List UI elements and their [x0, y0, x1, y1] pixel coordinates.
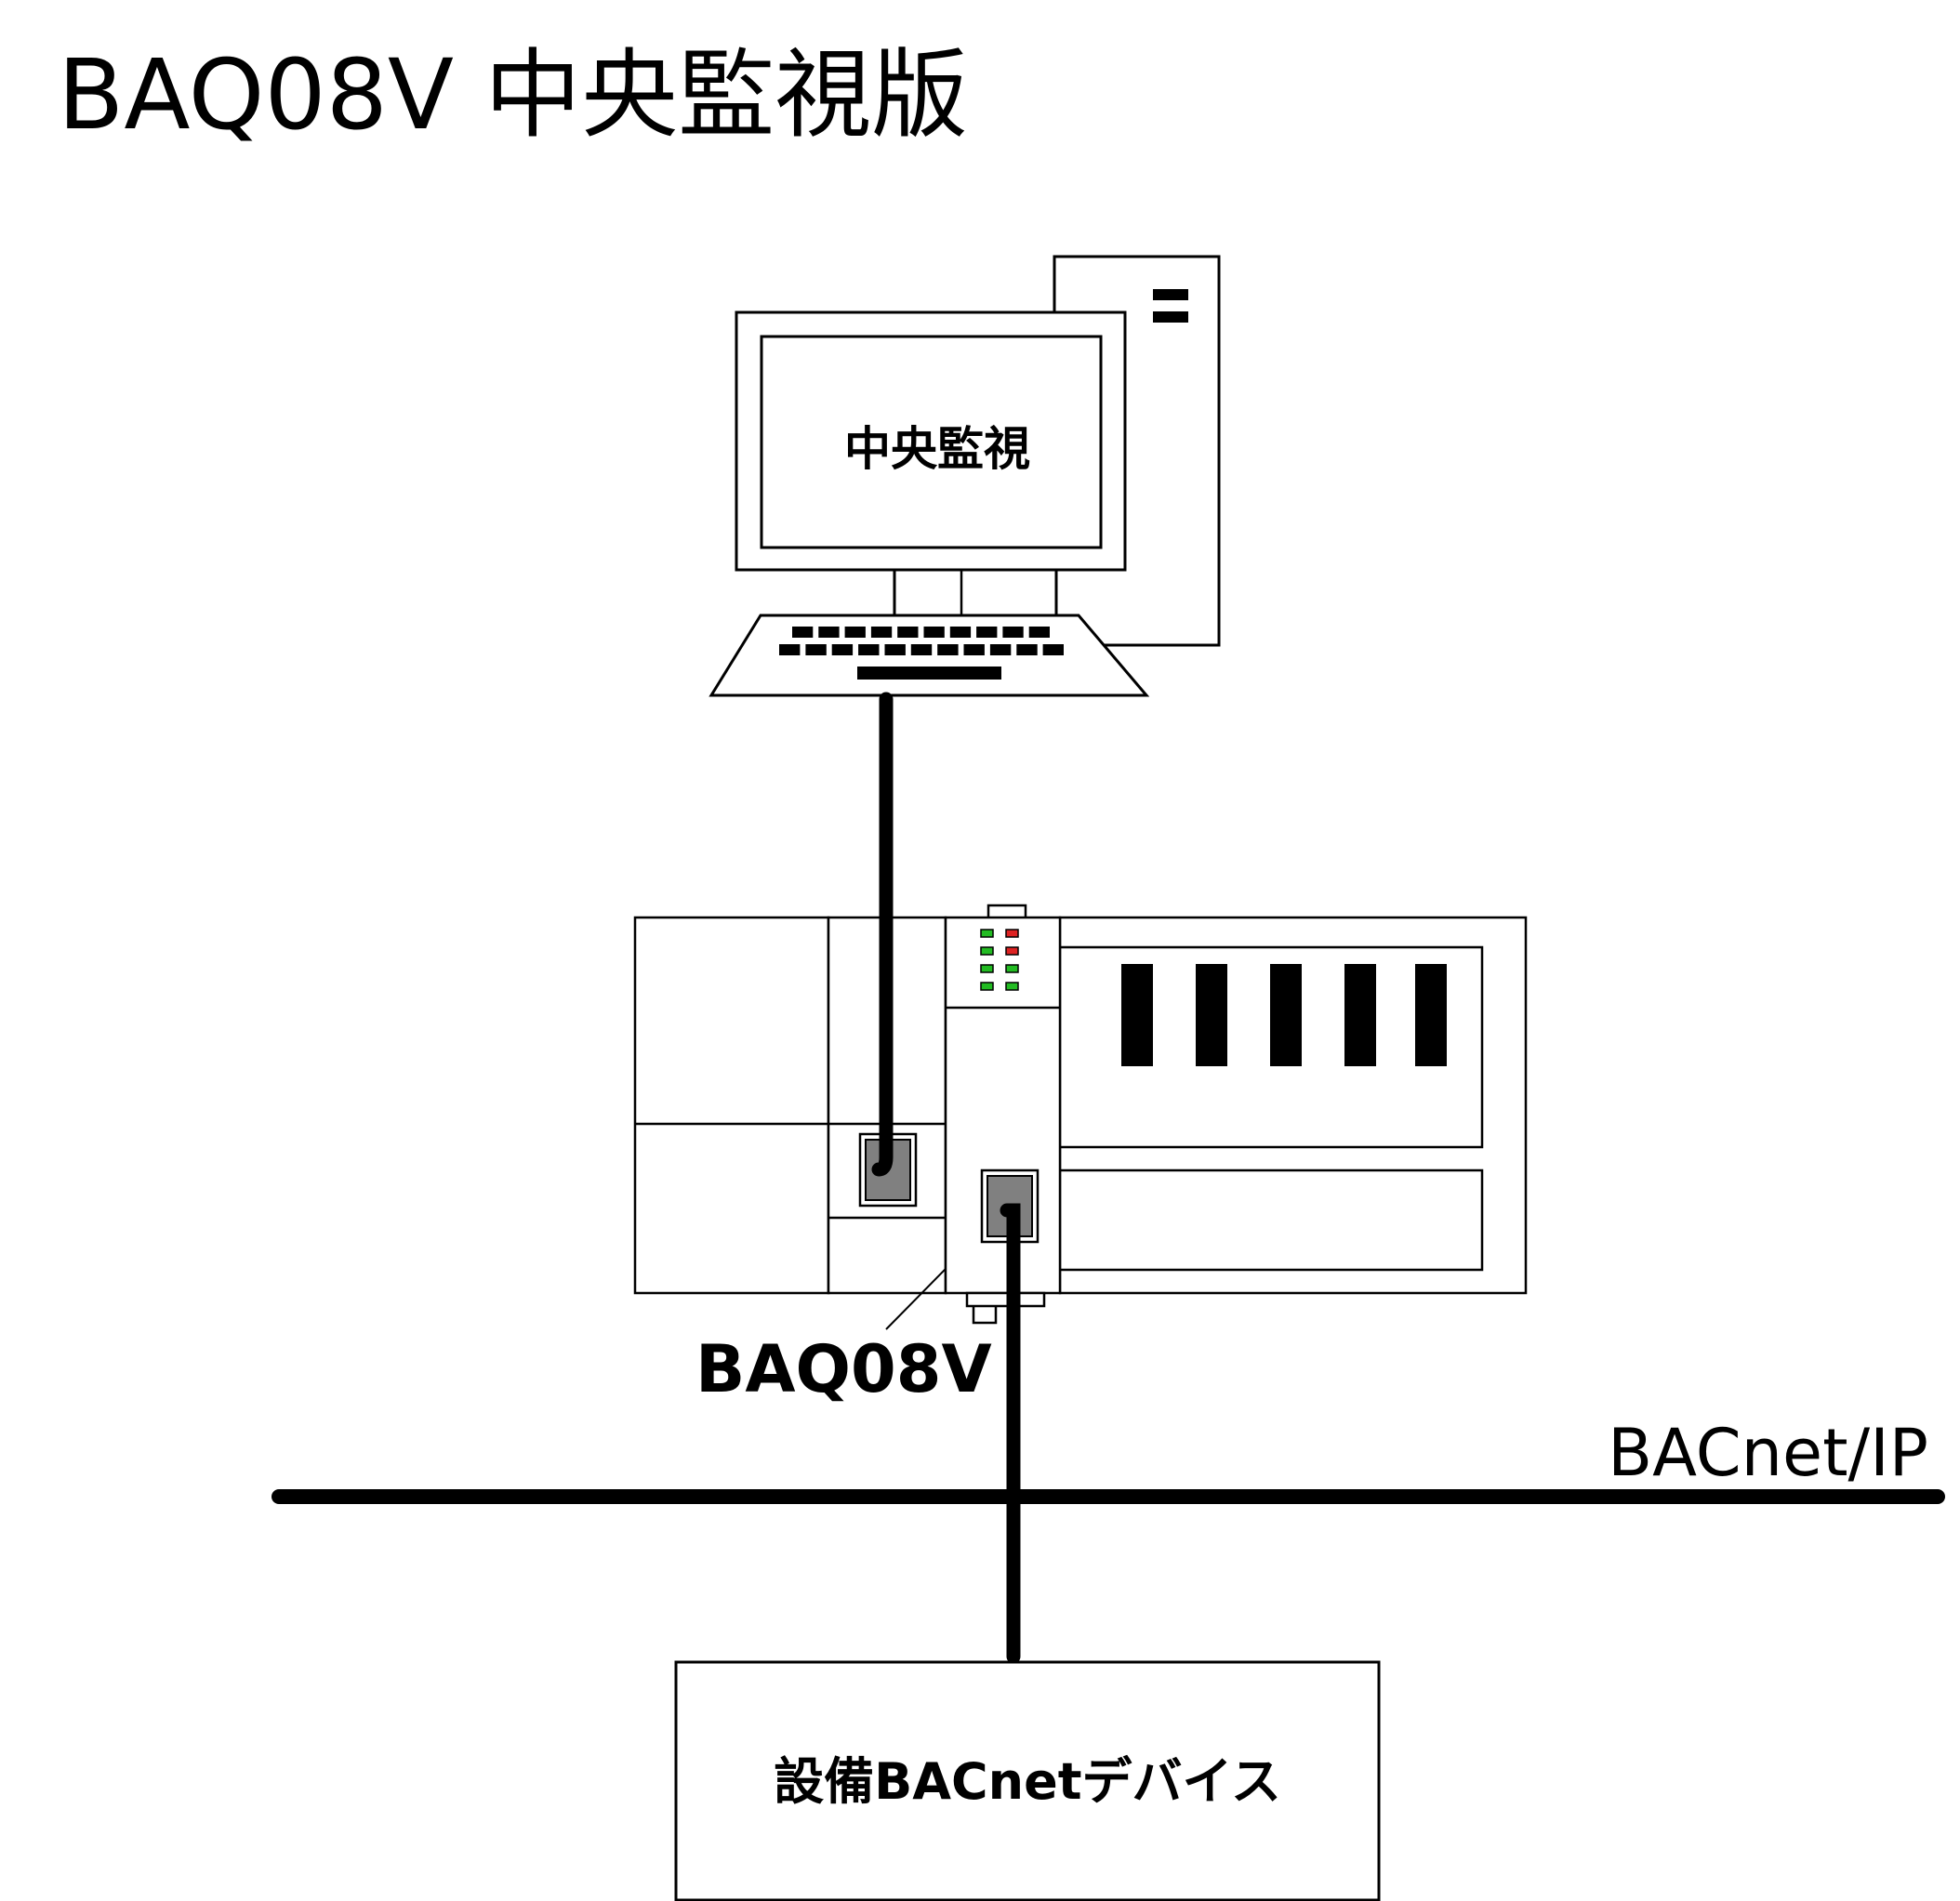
- status-led: [1005, 929, 1019, 938]
- keyboard-key: [989, 644, 1012, 655]
- plc-io-slot-2: [1196, 964, 1227, 1066]
- status-led: [1005, 982, 1019, 991]
- monitor-stand: [893, 567, 1058, 623]
- keyboard-key: [792, 627, 814, 638]
- status-led: [1005, 964, 1019, 973]
- keyboard-keys: [779, 627, 1064, 655]
- status-led: [980, 964, 994, 973]
- keyboard-key: [779, 644, 801, 655]
- gateway-label: BAQ08V: [695, 1331, 992, 1407]
- keyboard-key: [844, 627, 866, 638]
- plc-io-slot-5: [1415, 964, 1447, 1066]
- keyboard-key: [923, 627, 945, 638]
- keyboard-key: [870, 627, 893, 638]
- keyboard-spacebar: [857, 667, 1001, 680]
- keyboard-key: [1042, 644, 1064, 655]
- plc-io-lower-panel: [1058, 1168, 1484, 1272]
- tower-slot-1: [1153, 289, 1188, 300]
- keyboard-key: [976, 627, 998, 638]
- keyboard-key: [858, 644, 880, 655]
- status-led: [980, 946, 994, 956]
- gateway-bottom-lip: [965, 1291, 1046, 1308]
- monitor-screen: [760, 335, 1103, 549]
- keyboard-key: [937, 644, 959, 655]
- keyboard-key: [831, 644, 854, 655]
- bacnet-device-box: [674, 1660, 1381, 1901]
- keyboard-key: [805, 644, 827, 655]
- keyboard-key: [910, 644, 933, 655]
- gateway-led-panel: [980, 929, 1019, 991]
- keyboard-key: [884, 644, 906, 655]
- status-led: [1005, 946, 1019, 956]
- monitor-screen-label: 中央監視: [844, 422, 1030, 476]
- bacnet-device-label: 設備BACnetデバイス: [774, 1752, 1281, 1811]
- gateway-label-leader: [885, 1268, 947, 1330]
- status-led: [980, 982, 994, 991]
- keyboard-key: [1028, 627, 1050, 638]
- bacnet-ip-label: BACnet/IP: [1608, 1415, 1928, 1491]
- plc-io-slot-3: [1270, 964, 1302, 1066]
- tower-slot-2: [1153, 311, 1188, 323]
- keyboard-key: [1016, 644, 1038, 655]
- plc-power-module: [633, 916, 830, 1295]
- keyboard-key: [897, 627, 919, 638]
- keyboard-key: [949, 627, 972, 638]
- central-monitoring-pc: 中央監視: [709, 255, 1221, 697]
- plc-rack: [633, 904, 1528, 1325]
- keyboard-key: [1002, 627, 1024, 638]
- pc-to-plc-cable: [871, 692, 894, 1177]
- status-led: [980, 929, 994, 938]
- gateway-to-device-cable: [1000, 1203, 1021, 1664]
- keyboard-key: [818, 627, 840, 638]
- keyboard-key: [963, 644, 985, 655]
- plc-io-slot-1: [1121, 964, 1153, 1066]
- plc-io-slot-4: [1344, 964, 1376, 1066]
- page-title: BAQ08V 中央監視版: [58, 38, 968, 152]
